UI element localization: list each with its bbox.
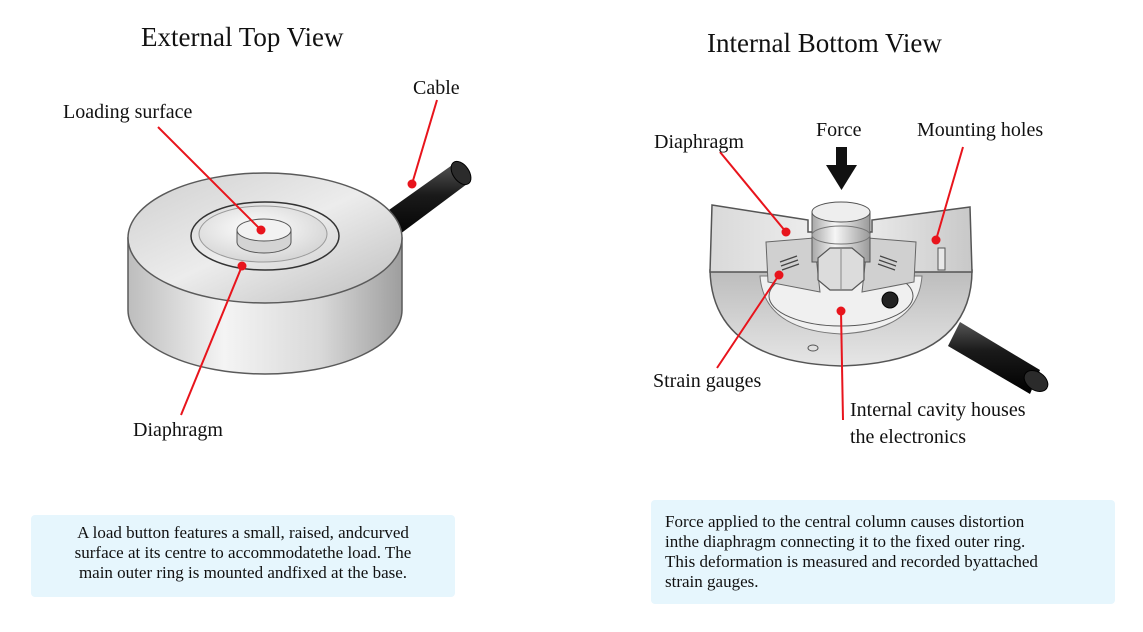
internal-view-title: Internal Bottom View [707,28,942,58]
loading-surface-callout-dot [256,225,266,235]
external-caption-line: main outer ring is mounted andfixed at t… [78,563,408,582]
internal-callout-lines [716,146,964,421]
cable-label: Cable [413,77,460,99]
mounting-holes-callout-dot [931,235,941,245]
internal-diaphragm-callout-dot [781,227,791,237]
cavity-callout-dot [836,306,846,316]
mounting-holes-label: Mounting holes [917,119,1044,141]
external-callout-lines [157,99,438,416]
external-diaphragm-callout-dot [237,261,247,271]
external-view-title: External Top View [141,22,344,52]
cavity-label-line1: Internal cavity houses [850,399,1026,421]
external-caption-line: surface at its centre to accommodatethe … [74,543,412,562]
internal-caption-line: This deformation is measured and recorde… [665,552,1038,571]
internal-load-cell-illustration [709,147,1049,394]
internal-caption-line: inthe diaphragm connecting it to the fix… [665,532,1026,551]
force-label: Force [816,119,862,141]
internal-caption: Force applied to the central column caus… [651,500,1115,604]
cavity-label-line2: the electronics [850,426,967,448]
external-diaphragm-label: Diaphragm [133,419,223,441]
strain-gauges-callout-dot [774,270,784,280]
loading-surface-label: Loading surface [63,101,193,123]
external-load-cell-illustration [127,160,472,375]
external-caption-line: A load button features a small, raised, … [77,523,409,542]
cable-callout-dot [407,179,417,189]
internal-cable-graphic [948,322,1049,394]
external-caption: A load button features a small, raised, … [31,515,455,597]
internal-diaphragm-label: Diaphragm [654,131,744,153]
strain-gauges-label: Strain gauges [653,370,762,392]
force-arrow-icon [826,147,857,190]
strain-gauge-marks [779,255,898,271]
internal-caption-line: Force applied to the central column caus… [665,512,1025,531]
internal-caption-line: strain gauges. [665,572,759,591]
